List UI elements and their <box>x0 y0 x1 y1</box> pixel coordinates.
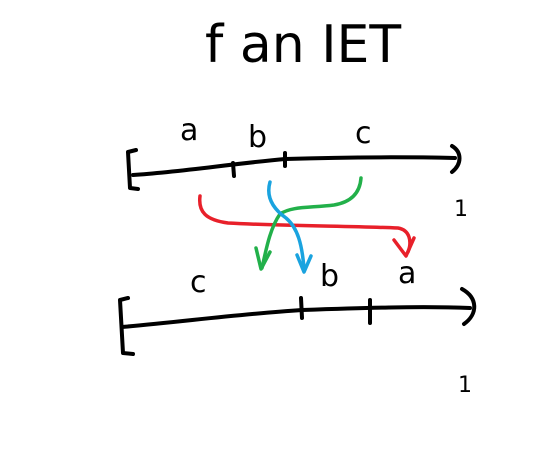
top-label-b: b <box>248 120 267 155</box>
bottom-interval: c b a 1 <box>118 256 477 398</box>
bottom-tick-1 <box>299 296 304 320</box>
diagram-title: f an IET <box>205 15 401 75</box>
bottom-right-paren <box>460 287 477 326</box>
bottom-label-a: a <box>398 256 416 291</box>
blue-arrow <box>267 180 306 270</box>
green-arrowhead <box>254 246 272 271</box>
top-right-paren <box>450 144 462 174</box>
top-left-bracket <box>126 148 140 191</box>
red-arrow <box>197 194 412 254</box>
red-arrowhead <box>392 236 416 258</box>
bottom-endpoint-label: 1 <box>458 373 472 398</box>
top-tick-1 <box>231 161 236 178</box>
top-interval-line <box>131 155 457 177</box>
bottom-interval-line <box>120 305 472 329</box>
bottom-label-c: c <box>190 265 207 300</box>
top-interval: a b c 1 <box>126 113 468 222</box>
green-arrow <box>260 176 363 270</box>
bottom-label-b: b <box>320 259 339 294</box>
top-endpoint-label: 1 <box>454 197 468 222</box>
top-label-a: a <box>180 113 198 148</box>
top-label-c: c <box>355 116 372 151</box>
blue-arrowhead <box>295 253 313 274</box>
mapping-arrows <box>197 176 416 274</box>
